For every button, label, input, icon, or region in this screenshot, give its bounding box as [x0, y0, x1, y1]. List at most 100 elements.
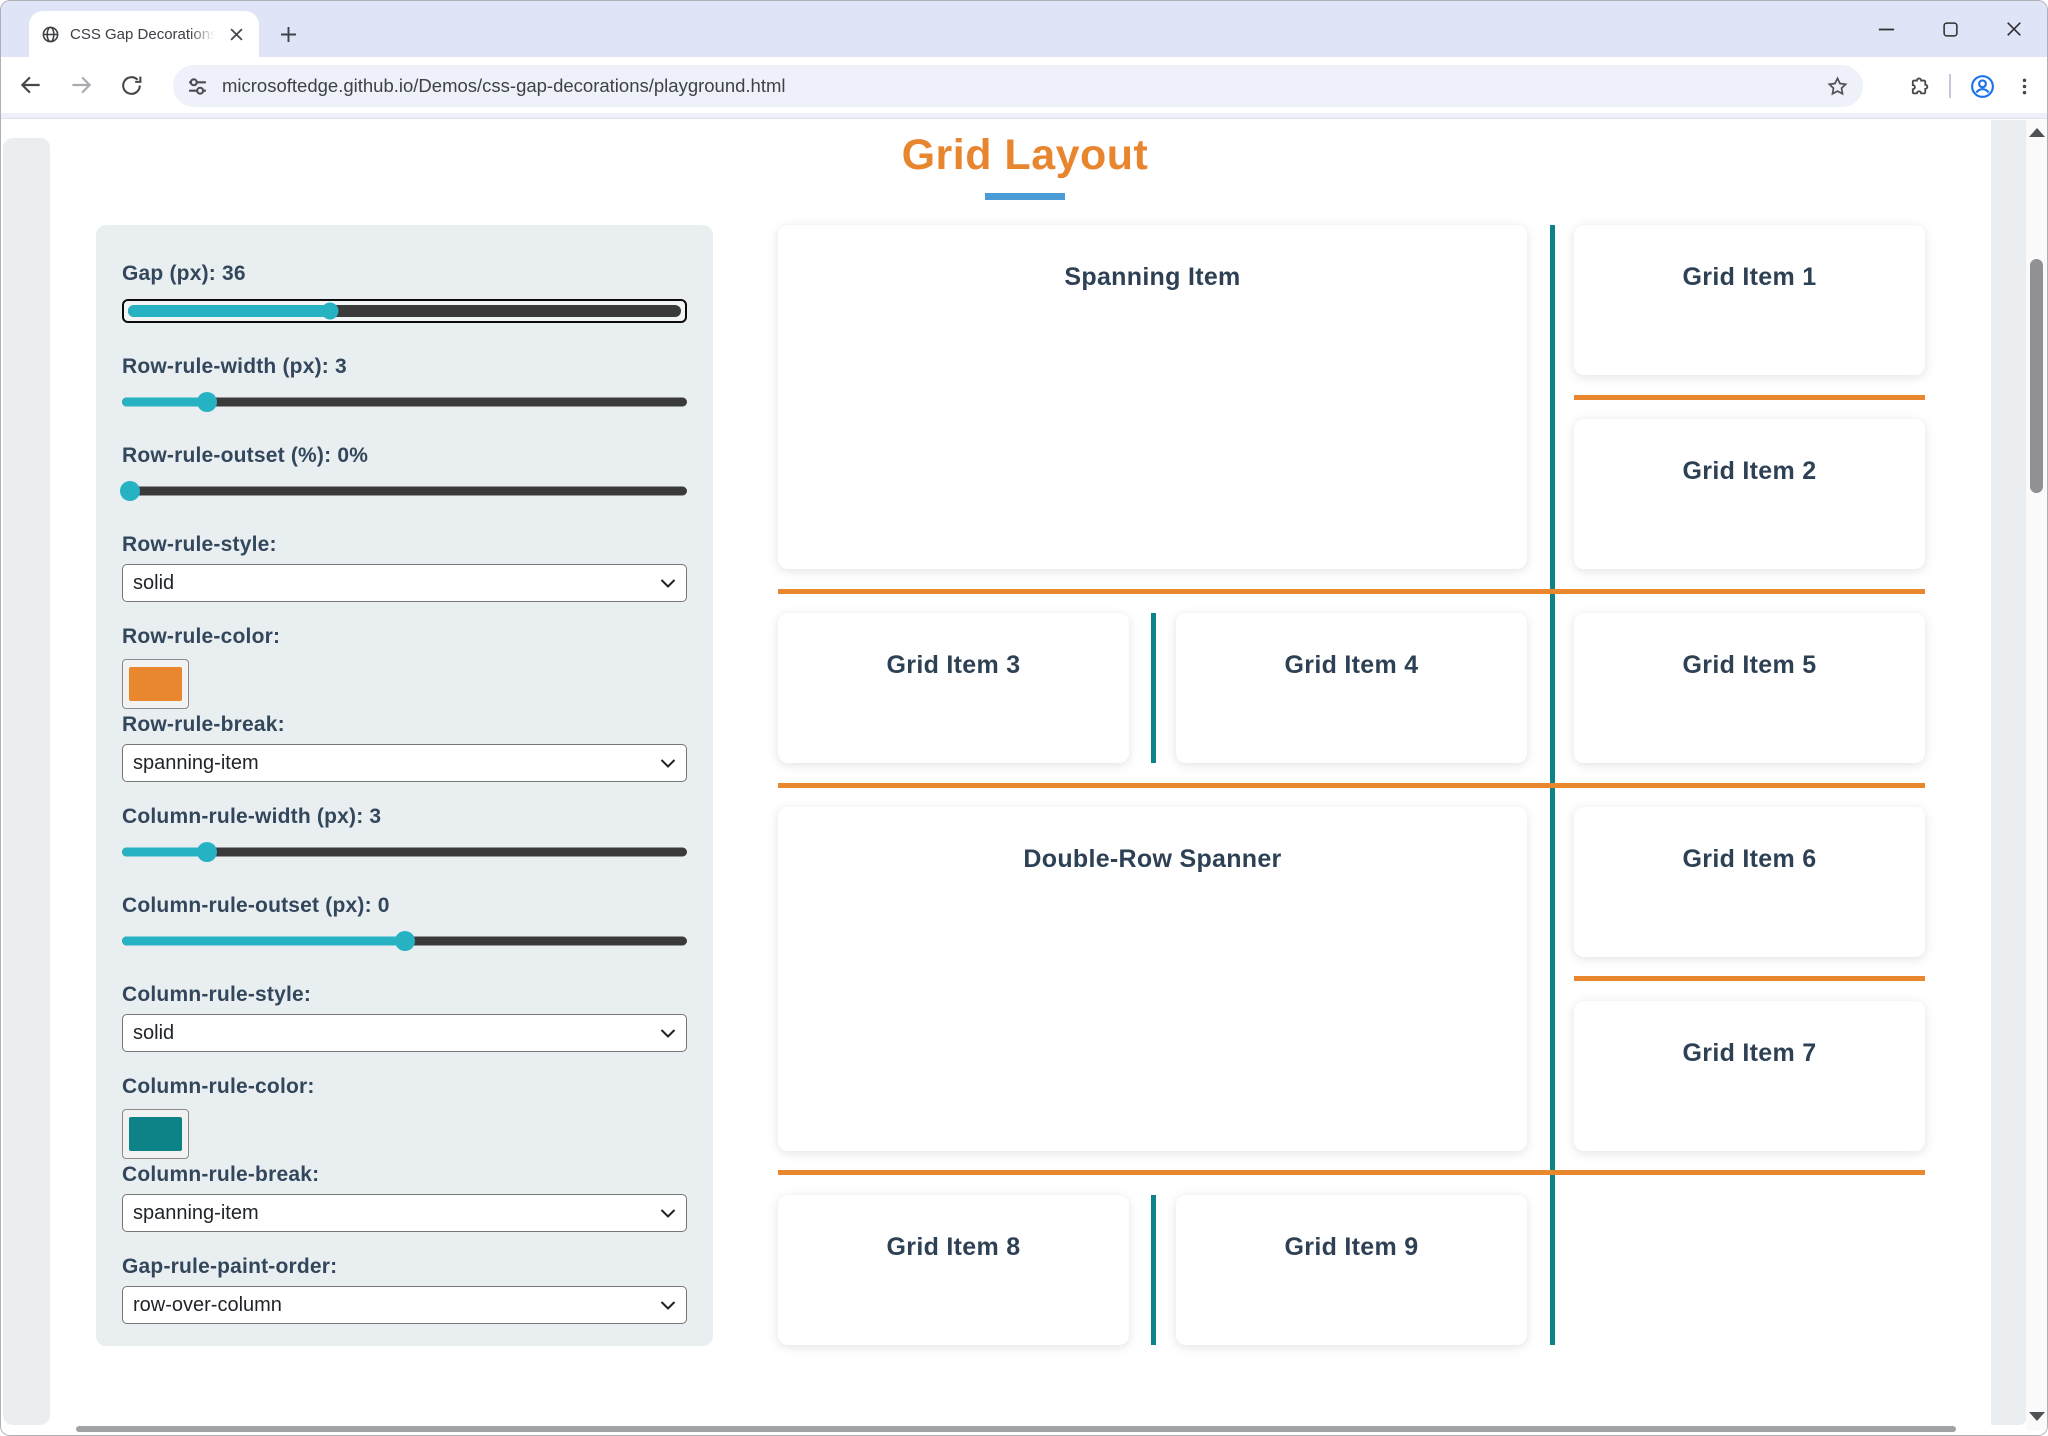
grid-item-7: Grid Item 7: [1574, 1001, 1925, 1151]
gap-slider-thumb[interactable]: [321, 302, 339, 320]
grid-item-4: Grid Item 4: [1176, 613, 1527, 763]
gap-rule-paint-order-select[interactable]: row-over-column: [122, 1286, 687, 1324]
row-rule-style-label: Row-rule-style:: [122, 533, 277, 556]
reload-button[interactable]: [111, 65, 151, 105]
gap-label: Gap (px): 36: [122, 262, 246, 285]
vertical-scrollbar[interactable]: [2026, 120, 2047, 1431]
row-rule-break-label: Row-rule-break:: [122, 713, 285, 736]
minimize-button[interactable]: [1871, 14, 1901, 44]
column-rule-outset-slider[interactable]: [122, 931, 687, 951]
column-rule-width-label: Column-rule-width (px): 3: [122, 805, 382, 828]
toolbar-right-icons: [1908, 65, 2035, 107]
chevron-down-icon: [660, 1294, 676, 1317]
menu-kebab-icon[interactable]: [2014, 76, 2035, 97]
row-rule-outset-slider-thumb[interactable]: [120, 481, 141, 501]
column-rule-width-slider-thumb[interactable]: [196, 842, 217, 862]
new-tab-button[interactable]: [273, 19, 303, 49]
column-rule-width-slider[interactable]: [122, 842, 687, 862]
column-rule-outset-slider-thumb[interactable]: [394, 931, 415, 951]
bookmark-star-icon[interactable]: [1826, 75, 1849, 98]
column-rule-break-label: Column-rule-break:: [122, 1163, 320, 1186]
page-right-gutter: [1991, 120, 2027, 1425]
url-text[interactable]: microsoftedge.github.io/Demos/css-gap-de…: [222, 75, 786, 96]
row-rule-break-value: spanning-item: [133, 751, 259, 774]
grid-item-spanning: Spanning Item: [778, 225, 1527, 569]
maximize-button[interactable]: [1935, 14, 1965, 44]
column-rule-style-value: solid: [133, 1021, 175, 1044]
row-rule-color-swatch: [129, 667, 182, 701]
grid-item-3: Grid Item 3: [778, 613, 1129, 763]
chevron-down-icon: [660, 572, 676, 595]
gap-rule-paint-order-label: Gap-rule-paint-order:: [122, 1255, 338, 1278]
scrollbar-up-arrow[interactable]: [2029, 128, 2045, 137]
gap-slider[interactable]: [128, 302, 681, 320]
profile-avatar-icon[interactable]: [1969, 73, 1996, 100]
row-rule-line: [778, 783, 1925, 788]
gap-slider-track[interactable]: [128, 305, 681, 317]
row-rule-color-picker[interactable]: [122, 659, 189, 709]
extensions-puzzle-icon[interactable]: [1908, 75, 1931, 98]
row-rule-color-label: Row-rule-color:: [122, 625, 281, 648]
grid-demo-area: Spanning Item Grid Item 1 Grid Item 2 Gr…: [778, 225, 1925, 1346]
row-rule-style-value: solid: [133, 571, 175, 594]
column-rule-line: [1151, 613, 1156, 763]
window-controls: [1871, 9, 2029, 49]
row-rule-width-slider[interactable]: [122, 392, 687, 412]
forward-button[interactable]: [61, 65, 101, 105]
column-rule-color-label: Column-rule-color:: [122, 1075, 315, 1098]
row-rule-line: [778, 1170, 1925, 1175]
grid-item-9: Grid Item 9: [1176, 1195, 1527, 1345]
page-content: Grid Layout Gap (px): 36 Row-rule-width …: [1, 120, 2047, 1435]
column-rule-outset-label: Column-rule-outset (px): 0: [122, 894, 390, 917]
chevron-down-icon: [660, 1202, 676, 1225]
row-rule-line: [1574, 395, 1925, 400]
grid-item-double-row-spanner: Double-Row Spanner: [778, 807, 1527, 1151]
site-settings-icon[interactable]: [187, 76, 208, 97]
row-rule-break-select[interactable]: spanning-item: [122, 744, 687, 782]
column-rule-color-swatch: [129, 1117, 182, 1151]
tab-close-icon[interactable]: [225, 23, 247, 45]
vertical-scrollbar-thumb[interactable]: [2030, 259, 2043, 493]
title-underline: [985, 193, 1065, 200]
row-rule-outset-slider-track[interactable]: [122, 486, 687, 496]
browser-toolbar: microsoftedge.github.io/Demos/css-gap-de…: [1, 57, 2047, 113]
row-rule-width-label: Row-rule-width (px): 3: [122, 355, 347, 378]
gap-rule-paint-order-value: row-over-column: [133, 1293, 282, 1316]
column-rule-width-slider-track[interactable]: [122, 847, 687, 857]
row-rule-width-slider-track[interactable]: [122, 397, 687, 407]
tab-strip: CSS Gap Decorations playground: [1, 1, 2047, 57]
row-rule-line: [1574, 976, 1925, 981]
column-rule-line: [1151, 1195, 1156, 1345]
chevron-down-icon: [660, 1022, 676, 1045]
chevron-down-icon: [660, 752, 676, 775]
column-rule-style-select[interactable]: solid: [122, 1014, 687, 1052]
grid-item-6: Grid Item 6: [1574, 807, 1925, 957]
back-button[interactable]: [11, 65, 51, 105]
row-rule-outset-label: Row-rule-outset (%): 0%: [122, 444, 369, 467]
grid-item-1: Grid Item 1: [1574, 225, 1925, 375]
row-rule-line: [778, 589, 1925, 594]
address-bar[interactable]: microsoftedge.github.io/Demos/css-gap-de…: [173, 65, 1863, 107]
tab-title: CSS Gap Decorations playground: [70, 25, 215, 43]
row-rule-outset-slider[interactable]: [120, 481, 687, 501]
controls-panel: Gap (px): 36 Row-rule-width (px): 3 Row-…: [96, 225, 713, 1346]
close-window-button[interactable]: [1999, 14, 2029, 44]
page-left-gutter: [3, 138, 50, 1425]
gap-slider-focus-ring: [122, 299, 687, 323]
demo-grid: Spanning Item Grid Item 1 Grid Item 2 Gr…: [778, 225, 1925, 1346]
horizontal-scrollbar-thumb[interactable]: [76, 1426, 1956, 1432]
page-title: Grid Layout: [901, 131, 1149, 179]
toolbar-bottom-edge: [1, 113, 2047, 119]
column-rule-style-label: Column-rule-style:: [122, 983, 312, 1006]
row-rule-style-select[interactable]: solid: [122, 564, 687, 602]
grid-item-2: Grid Item 2: [1574, 419, 1925, 569]
grid-item-5: Grid Item 5: [1574, 613, 1925, 763]
column-rule-break-value: spanning-item: [133, 1201, 259, 1224]
grid-item-8: Grid Item 8: [778, 1195, 1129, 1345]
scrollbar-down-arrow[interactable]: [2029, 1412, 2045, 1421]
browser-tab[interactable]: CSS Gap Decorations playground: [29, 11, 259, 57]
row-rule-width-slider-thumb[interactable]: [196, 392, 217, 412]
column-rule-color-picker[interactable]: [122, 1109, 189, 1159]
column-rule-break-select[interactable]: spanning-item: [122, 1194, 687, 1232]
